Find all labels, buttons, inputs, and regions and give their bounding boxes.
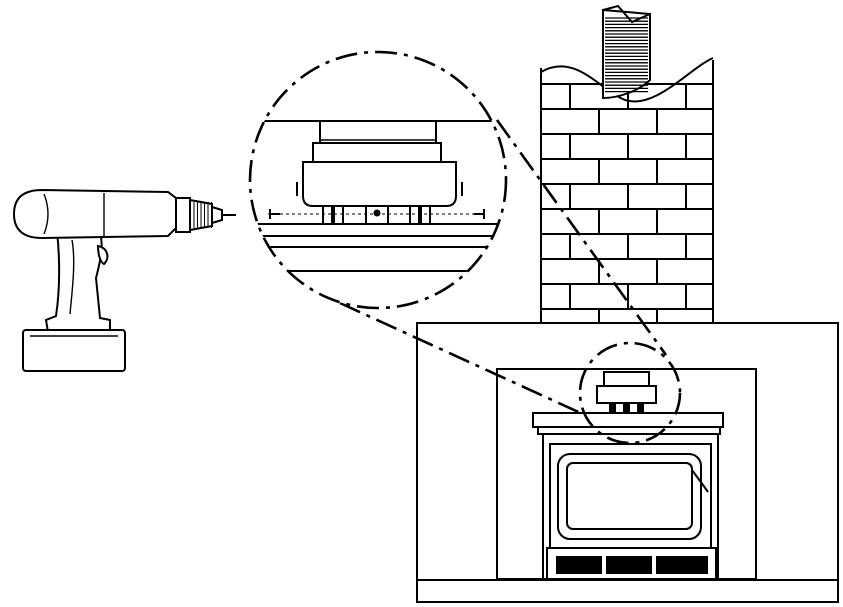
louver-left bbox=[556, 556, 602, 574]
collar-bracket-1 bbox=[609, 403, 616, 413]
flue-pipe-top bbox=[602, 4, 651, 100]
ash-louvers bbox=[556, 556, 708, 574]
flue-collar-detail bbox=[250, 120, 506, 272]
stove-top-plate bbox=[532, 412, 724, 428]
detail-stove-top bbox=[250, 223, 506, 237]
brick-chimney bbox=[540, 4, 714, 323]
stove-top-lip bbox=[537, 426, 721, 435]
collar-lower bbox=[596, 385, 657, 404]
collar-bracket-2 bbox=[623, 403, 630, 413]
stove-door-frame bbox=[549, 443, 712, 549]
drill-battery bbox=[22, 329, 126, 372]
detail-collar-band-mid bbox=[312, 142, 442, 163]
stove-door-glass bbox=[566, 462, 693, 530]
callout-line-upper bbox=[495, 119, 668, 356]
stove-door bbox=[557, 453, 702, 540]
detail-bracket-right-rib bbox=[418, 206, 422, 224]
door-handle bbox=[691, 469, 709, 493]
drill-handle-grip bbox=[69, 239, 75, 315]
detail-brackets bbox=[322, 205, 431, 225]
stove-flue-collar bbox=[596, 371, 657, 413]
drill-clutch-ring bbox=[175, 197, 191, 233]
detail-collar-body bbox=[302, 161, 457, 207]
collar-bracket-3 bbox=[637, 403, 644, 413]
detail-callout-large bbox=[248, 50, 508, 310]
detail-screw-right bbox=[474, 209, 485, 219]
collar-upper bbox=[603, 371, 650, 387]
detail-callout-small bbox=[578, 341, 682, 445]
ash-lip bbox=[546, 547, 717, 581]
surround-frame bbox=[416, 322, 839, 603]
drill-housing-vent bbox=[43, 193, 49, 235]
callout-line-lower bbox=[339, 301, 586, 417]
brick-courses bbox=[540, 60, 714, 323]
louver-right bbox=[656, 556, 708, 574]
detail-screw-hole bbox=[373, 209, 381, 217]
detail-screw-left bbox=[269, 209, 280, 219]
chimney-top-break bbox=[540, 57, 714, 103]
drill-chuck-tip bbox=[211, 205, 223, 225]
detail-bracket-left-rib bbox=[331, 206, 335, 224]
drill-motor-housing bbox=[12, 188, 177, 240]
drill-trigger bbox=[96, 244, 109, 266]
wood-stove bbox=[532, 371, 724, 581]
louver-middle bbox=[606, 556, 652, 574]
cordless-drill bbox=[12, 188, 236, 372]
